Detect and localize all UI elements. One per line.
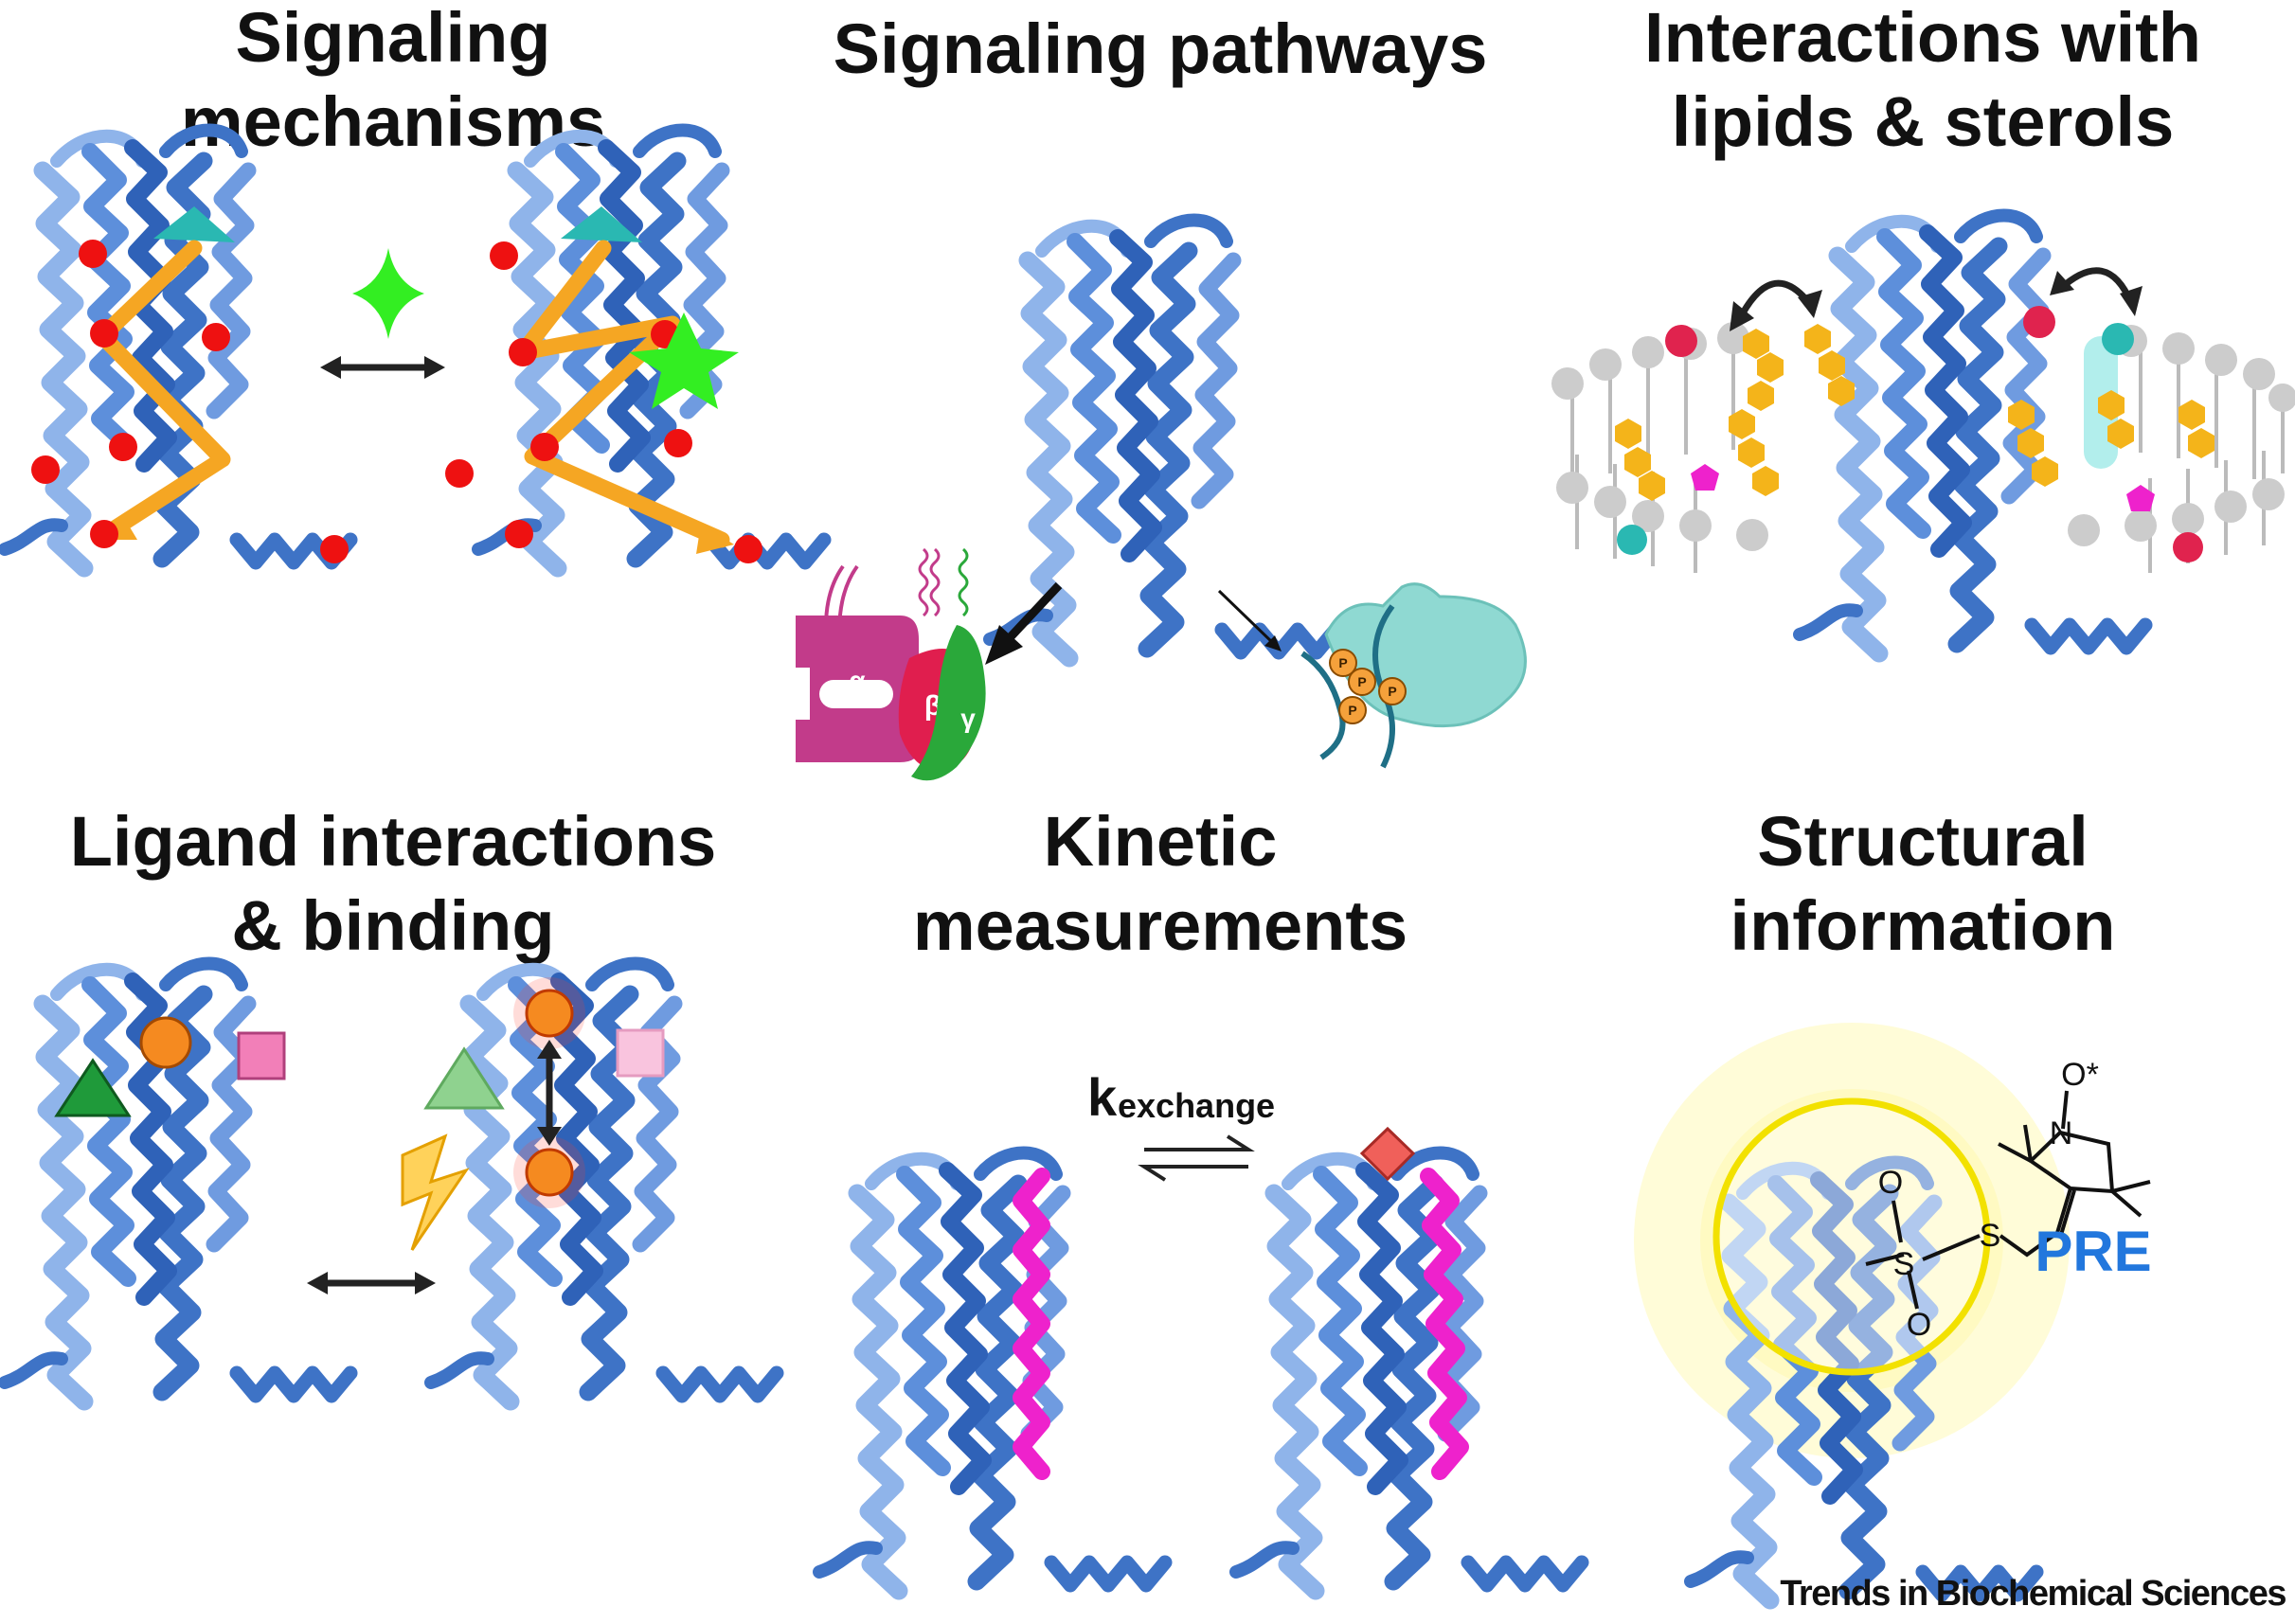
g-gamma-label: γ (960, 704, 976, 733)
spin-label-circle (1712, 1098, 1991, 1376)
faded-square-ligand (616, 1028, 665, 1078)
arrestin-complex: P P P P (1300, 582, 1527, 769)
equilibrium-arrows (1138, 1134, 1255, 1182)
path-arrowhead-active (696, 524, 734, 554)
lightning-bolt-icon (401, 1133, 470, 1251)
sulfonyl-o-bottom: O (1907, 1307, 1931, 1343)
residue-dots-inactive (31, 240, 349, 563)
ligand-binding-title: Ligand interactions & binding (69, 802, 717, 965)
g-alpha-label: α (849, 666, 865, 695)
residue-dots-active (445, 241, 762, 563)
spin-label-oxygen: O* (2061, 1057, 2099, 1093)
ligand-binding-panel (5, 964, 777, 1402)
magenta-helix-b (1420, 1168, 1469, 1480)
agonist-triangle-right (561, 206, 642, 242)
signaling-pathways-title: Signaling pathways (833, 9, 1488, 88)
lipid-sterol-interactions-title: Interactions with lipids & sterols (1644, 0, 2201, 161)
allosteric-path-inactive (94, 240, 231, 539)
signaling-mechanisms-panel (5, 131, 824, 569)
nitroxide-n-label: N (2050, 1115, 2073, 1151)
phospho-label-1: P (1338, 655, 1347, 670)
apo-holo-exchange-arrow (307, 1272, 436, 1294)
pre-label: PRE (2035, 1220, 2151, 1283)
binding-exchange-arrow (537, 1040, 562, 1146)
receptor-state-a (819, 1153, 1165, 1592)
lipid-flip-arrowheads (1730, 271, 2143, 331)
thioether-s-label: S (1980, 1218, 2001, 1254)
phospho-label-4: P (1348, 703, 1356, 718)
mtsl-spin-label (1865, 1090, 2151, 1310)
k-exchange-subscript: exchange (1118, 1086, 1275, 1125)
structural-information-title: Structural information (1730, 802, 2116, 965)
g-protein-heterotrimer: α β γ (796, 547, 986, 781)
exchanging-ligand-top (525, 989, 574, 1038)
signaling-pathways-panel: α β γ P P P P (796, 221, 1527, 781)
phospho-label-3: P (1388, 684, 1396, 699)
g-protein-arrow (985, 581, 1063, 665)
faded-triangle-ligand (423, 1046, 505, 1110)
sulfonyl-s-label: S (1893, 1246, 1915, 1282)
lipid-sterol-panel (1551, 216, 2295, 654)
free-triangle-ligand (54, 1058, 132, 1117)
receptor-inactive (5, 131, 350, 569)
free-square-ligand (237, 1031, 286, 1080)
receptor-state-b (1236, 1153, 1582, 1592)
receptor-pathways (990, 221, 1336, 659)
sterol-molecules (1615, 324, 2214, 501)
magenta-helix-a (1013, 1168, 1050, 1480)
receptor-bound (431, 964, 777, 1402)
exchanging-ligand-bottom (525, 1148, 574, 1197)
structural-information-panel: S O O S N O* PRE (1634, 1023, 2152, 1600)
modulator-star-free (352, 248, 424, 339)
modulator-star-bound (629, 312, 739, 409)
phospho-label-2: P (1357, 674, 1366, 689)
signaling-mechanisms-title: Signaling mechanisms (180, 0, 606, 161)
kinetic-measurements-panel: k exchange (819, 1067, 1582, 1591)
arrestin-arrow (1217, 589, 1282, 651)
agonist-triangle-left (153, 206, 235, 242)
bound-diamond-ligand (1359, 1126, 1416, 1182)
sulfonyl-o-top: O (1878, 1165, 1903, 1201)
lipid-headgroups (1551, 322, 2295, 551)
journal-credit: Trends in Biochemical Sciences (1780, 1574, 2286, 1614)
free-circle-ligand (139, 1016, 192, 1069)
k-exchange-symbol: k (1087, 1067, 1118, 1127)
kinetic-measurements-title: Kinetic measurements (912, 802, 1408, 965)
special-lipids (1617, 306, 2203, 562)
conformational-exchange-arrow (320, 356, 445, 379)
